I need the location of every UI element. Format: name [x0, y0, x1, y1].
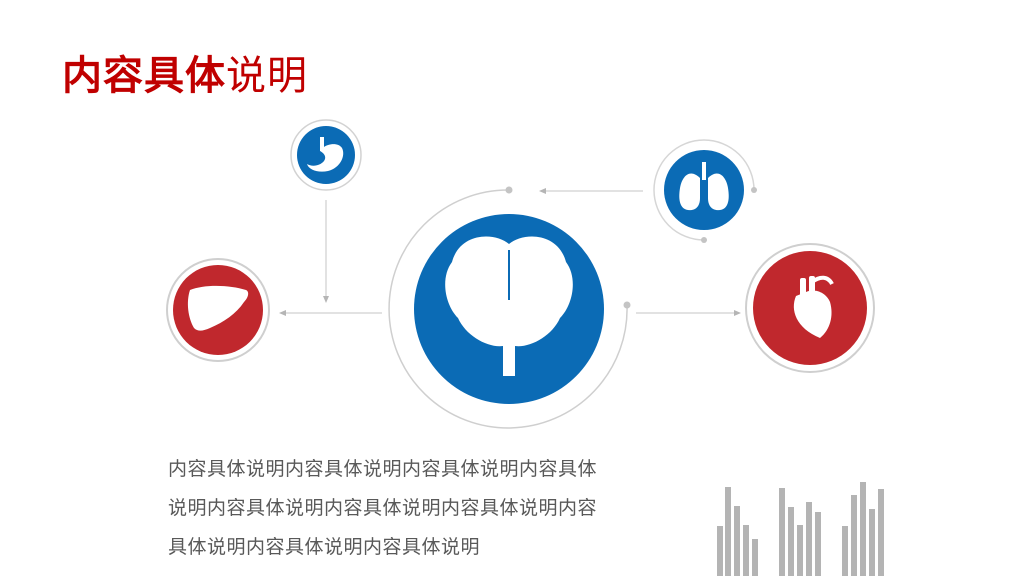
- center-orbit-dot-right: [623, 301, 631, 309]
- lungs-node: [653, 139, 757, 243]
- page-title-bold: 内容具体: [62, 53, 226, 99]
- center-node: [388, 186, 631, 429]
- lungs-orbit-dot-bottom: [701, 237, 707, 243]
- body-line-3: 具体说明内容具体说明内容具体说明: [168, 536, 481, 558]
- stomach-node: [290, 119, 362, 191]
- stomach-icon: [307, 137, 344, 172]
- liver-icon: [187, 285, 249, 331]
- connectors: [279, 188, 741, 316]
- heart-node: [745, 243, 875, 373]
- center-orbit-arc: [388, 189, 628, 429]
- lungs-orbit-arc: [653, 139, 755, 241]
- body-text: 内容具体说明内容具体说明内容具体说明内容具体 说明内容具体说明内容具体说明内容具…: [168, 450, 648, 567]
- heart-icon: [793, 275, 834, 338]
- lungs-circle: [664, 150, 744, 230]
- page-title-rest: 说明: [226, 53, 308, 99]
- lungs-icon: [679, 162, 729, 211]
- page-title: 内容具体说明: [62, 50, 308, 102]
- decorative-bars: [717, 482, 884, 576]
- body-line-2: 说明内容具体说明内容具体说明内容具体说明内容: [168, 497, 598, 519]
- lungs-orbit-dot-right: [751, 187, 757, 193]
- center-orbit-dot-top: [505, 186, 513, 194]
- liver-node: [166, 258, 270, 362]
- brain-icon: [445, 236, 573, 376]
- body-line-1: 内容具体说明内容具体说明内容具体说明内容具体: [168, 458, 598, 480]
